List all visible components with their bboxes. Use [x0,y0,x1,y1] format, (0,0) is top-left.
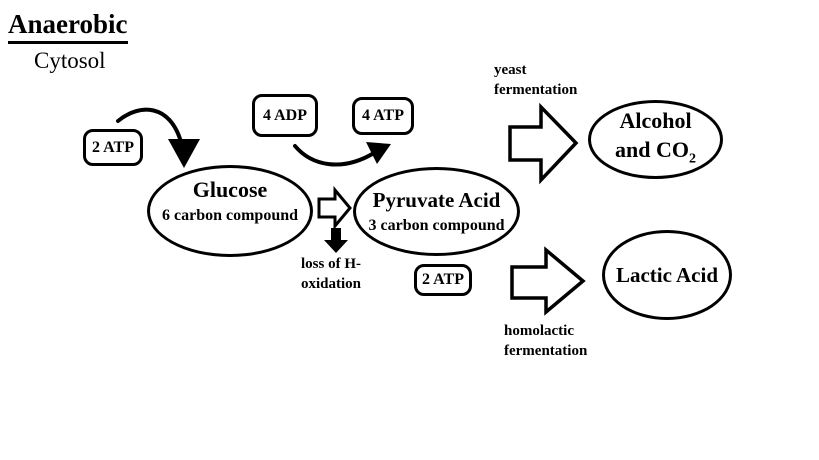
alcohol-line2: and CO2 [615,135,696,173]
badge-2atp-net-label: 2 ATP [422,271,464,288]
label-yeast-line1: yeast [494,62,527,78]
node-pyruvate: Pyruvate Acid 3 carbon compound [353,167,520,256]
co2-subscript: 2 [688,151,696,167]
block-arrow-outline [510,246,586,316]
badge-4atp-label: 4 ATP [362,107,404,124]
diagram-subtitle: Cytosol [34,48,106,73]
block-arrow-glucose-to-pyruvate [317,185,352,231]
label-yeast-fermentation: yeast fermentation [494,60,577,100]
arrow-solid [324,228,348,253]
pyruvate-desc: 3 carbon compound [368,217,505,234]
block-arrow-outline [317,185,352,231]
badge-2atp-net: 2 ATP [414,264,472,296]
curved-arrow-atp-yield [293,142,391,167]
badge-2atp-input: 2 ATP [83,129,143,166]
arrow-head [168,139,200,168]
lactic-name: Lactic Acid [615,263,719,287]
diagram-title: Anaerobic [8,9,128,44]
block-arrow-yeast-fermentation [508,102,579,185]
label-yeast-line2: fermentation [494,82,578,98]
down-arrow-oxidation [324,228,348,253]
arrow-head [366,142,391,164]
label-oxidation-line2: oxidation [301,276,362,292]
block-arrow-homolactic-fermentation [510,246,586,316]
badge-2atp-input-label: 2 ATP [92,138,134,156]
node-glucose: Glucose 6 carbon compound [147,165,313,257]
curved-arrow-atp-investment [116,107,200,168]
badge-4atp: 4 ATP [352,97,414,135]
label-homolactic-line2: fermentation [504,343,588,359]
label-oxidation-line1: loss of H- [301,256,361,272]
alcohol-line2-text: and CO [615,136,689,162]
node-alcohol-co2: Alcohol and CO2 [588,100,723,179]
arrow-shaft [293,144,376,167]
label-loss-of-h-oxidation: loss of H- oxidation [301,254,361,294]
node-lactic-acid: Lactic Acid [602,230,732,320]
glucose-name: Glucose [192,176,268,202]
badge-4adp-label: 4 ADP [263,106,307,124]
glucose-desc: 6 carbon compound [161,206,299,224]
pyruvate-name: Pyruvate Acid [372,188,501,212]
label-homolactic-fermentation: homolactic fermentation [504,321,587,361]
badge-4adp: 4 ADP [252,94,318,137]
label-homolactic-line1: homolactic [504,323,574,339]
arrow-shaft [116,107,183,144]
alcohol-line1: Alcohol [619,107,692,133]
block-arrow-outline [508,102,579,185]
